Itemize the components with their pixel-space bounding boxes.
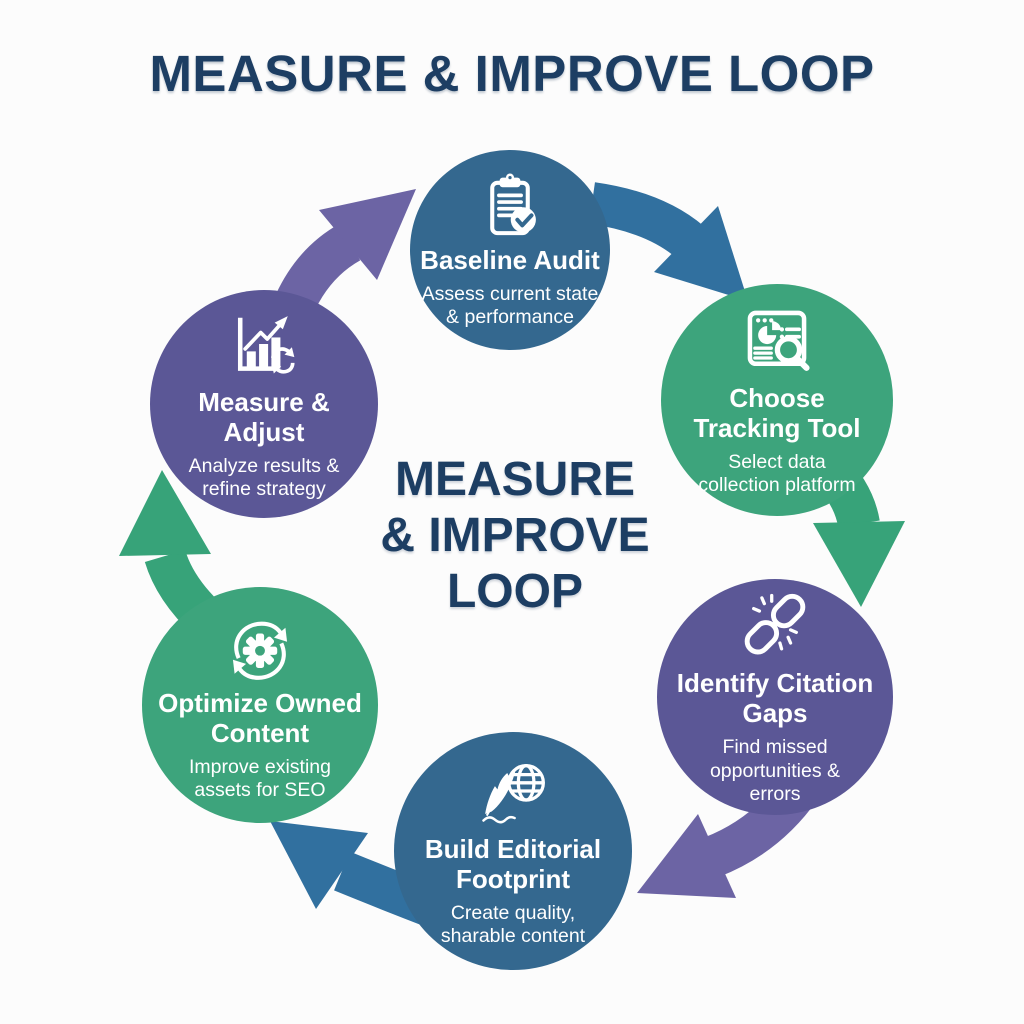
node-build-editorial-footprint: Build Editorial Footprint Create quality… [394,732,632,970]
node-measure-adjust: Measure & Adjust Analyze results & refin… [150,290,378,518]
node-title: Build Editorial Footprint [424,833,602,894]
node-subtitle: Analyze results & refine strategy [188,454,340,501]
page-title: MEASURE & IMPROVE LOOP [149,45,875,102]
node-subtitle: Select data collection platform [698,450,856,497]
node-optimize-owned-content: Optimize Owned Content Improve existing … [142,587,378,823]
clipboard-check-icon [490,173,536,235]
node-subtitle: Create quality, sharable content [440,901,586,948]
gear-refresh-icon [232,621,288,680]
arrow-baseline-to-choose [588,182,748,301]
node-title: Measure & Adjust [198,386,330,447]
node-title: Choose Tracking Tool [693,382,861,443]
node-title: Identify Citation Gaps [676,667,874,728]
node-baseline-audit: Baseline Audit Assess current state & pe… [410,150,610,350]
center-label: MEASURE & IMPROVE LOOP [380,453,650,619]
broken-chain-link-icon [744,593,806,655]
bar-chart-growth-refresh-icon [237,315,295,374]
node-title: Optimize Owned Content [158,687,362,748]
node-subtitle: Assess current state & performance [421,282,599,329]
node-subtitle: Find missed opportunities & errors [709,735,841,806]
node-title: Baseline Audit [420,244,600,275]
node-choose-tracking-tool: Choose Tracking Tool Select data collect… [661,284,893,516]
browser-analytics-search-icon [747,310,810,371]
node-identify-citation-gaps: Identify Citation Gaps Find missed oppor… [657,579,893,815]
node-subtitle: Improve existing assets for SEO [189,755,331,802]
quill-globe-icon [482,763,545,824]
